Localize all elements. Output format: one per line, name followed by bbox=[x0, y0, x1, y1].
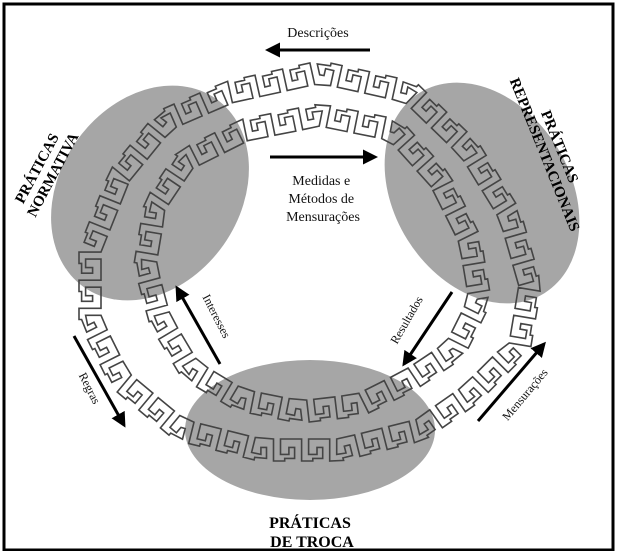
ellipse-troca bbox=[185, 360, 435, 500]
label-interesses: Interesses bbox=[200, 292, 234, 341]
label-descricoes: Descrições bbox=[287, 26, 348, 41]
arrow-resultados bbox=[402, 291, 454, 367]
label-medidas: Medidas e Métodos de Mensurações bbox=[286, 174, 360, 225]
arrow-interesses bbox=[175, 285, 222, 365]
arrow-regras bbox=[72, 335, 126, 428]
label-mensuracoes: Mensurações bbox=[499, 365, 551, 423]
meander-bands bbox=[78, 62, 541, 462]
label-troca: PRÁTICAS DE TROCA bbox=[269, 513, 355, 551]
meander-band-inner bbox=[133, 103, 491, 423]
arrow-mensuracoes bbox=[476, 341, 546, 422]
ellipse-representacionais bbox=[384, 82, 580, 304]
meander-band-outer bbox=[78, 62, 541, 462]
label-regras: Regras bbox=[76, 370, 104, 406]
